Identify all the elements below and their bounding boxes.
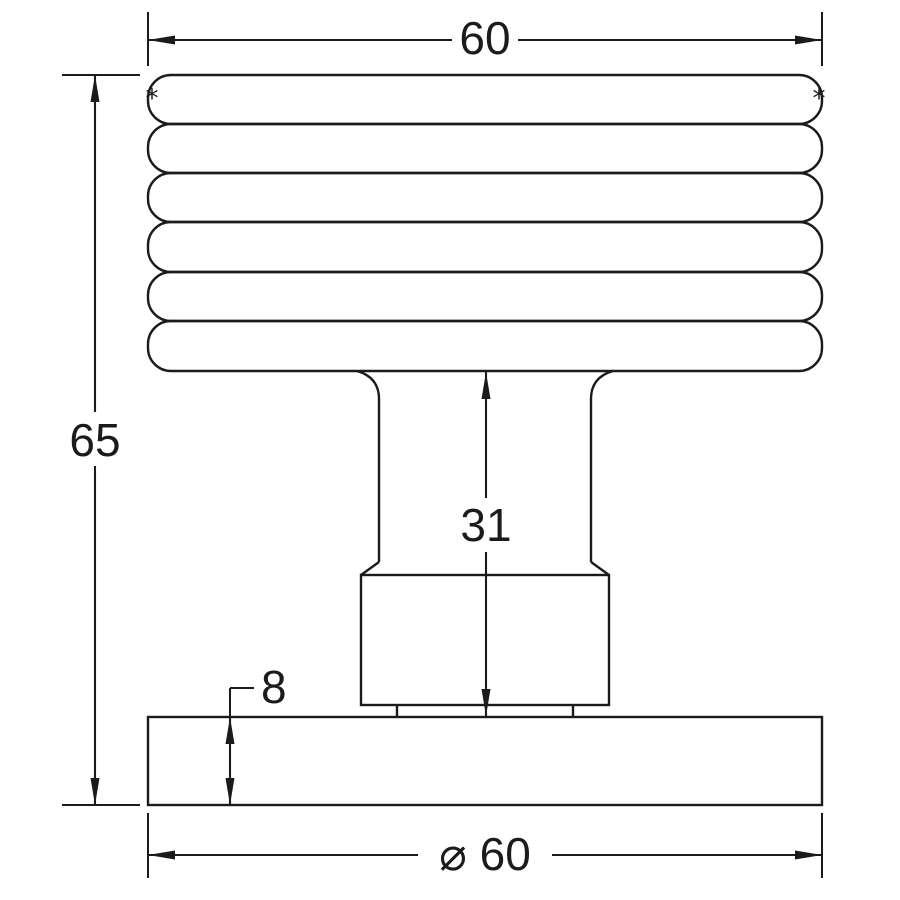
stem-flare-left xyxy=(356,369,381,400)
stem-chamfer-left xyxy=(360,561,380,576)
dim-stem-height-label: 31 xyxy=(460,499,511,551)
dim-plate-thickness-label: 8 xyxy=(261,661,287,713)
head-rib xyxy=(146,319,824,373)
base-plate-body xyxy=(146,715,824,807)
stem-flare-right xyxy=(589,369,614,400)
dim-base-diameter-label: ⌀ 60 xyxy=(439,828,531,880)
dim-overall-height-label: 65 xyxy=(69,414,120,466)
dim-label-mask xyxy=(58,412,130,466)
knob-head: * * xyxy=(146,73,826,373)
surface-mark-right: * xyxy=(813,84,826,114)
surface-mark-left: * xyxy=(146,84,159,114)
head-rib xyxy=(146,270,824,323)
knob-stem xyxy=(356,369,614,576)
dim-top-width-label: 60 xyxy=(459,12,510,64)
head-rib xyxy=(146,220,824,274)
dim-base-diameter: ⌀ 60 xyxy=(147,813,823,880)
head-rib xyxy=(146,122,824,175)
dim-label-mask xyxy=(418,831,552,879)
dim-top-width: 60 xyxy=(147,12,823,66)
head-rib xyxy=(146,73,824,126)
dim-overall-height: 65 xyxy=(58,74,140,806)
dim-stem-height: 31 xyxy=(454,372,518,716)
dim-plate-thickness: 8 xyxy=(225,661,287,805)
stem-chamfer-right xyxy=(590,561,610,576)
dim-label-mask xyxy=(452,16,518,62)
head-rib xyxy=(146,171,824,224)
dim-label-mask xyxy=(454,498,518,552)
base-plate xyxy=(146,715,824,807)
